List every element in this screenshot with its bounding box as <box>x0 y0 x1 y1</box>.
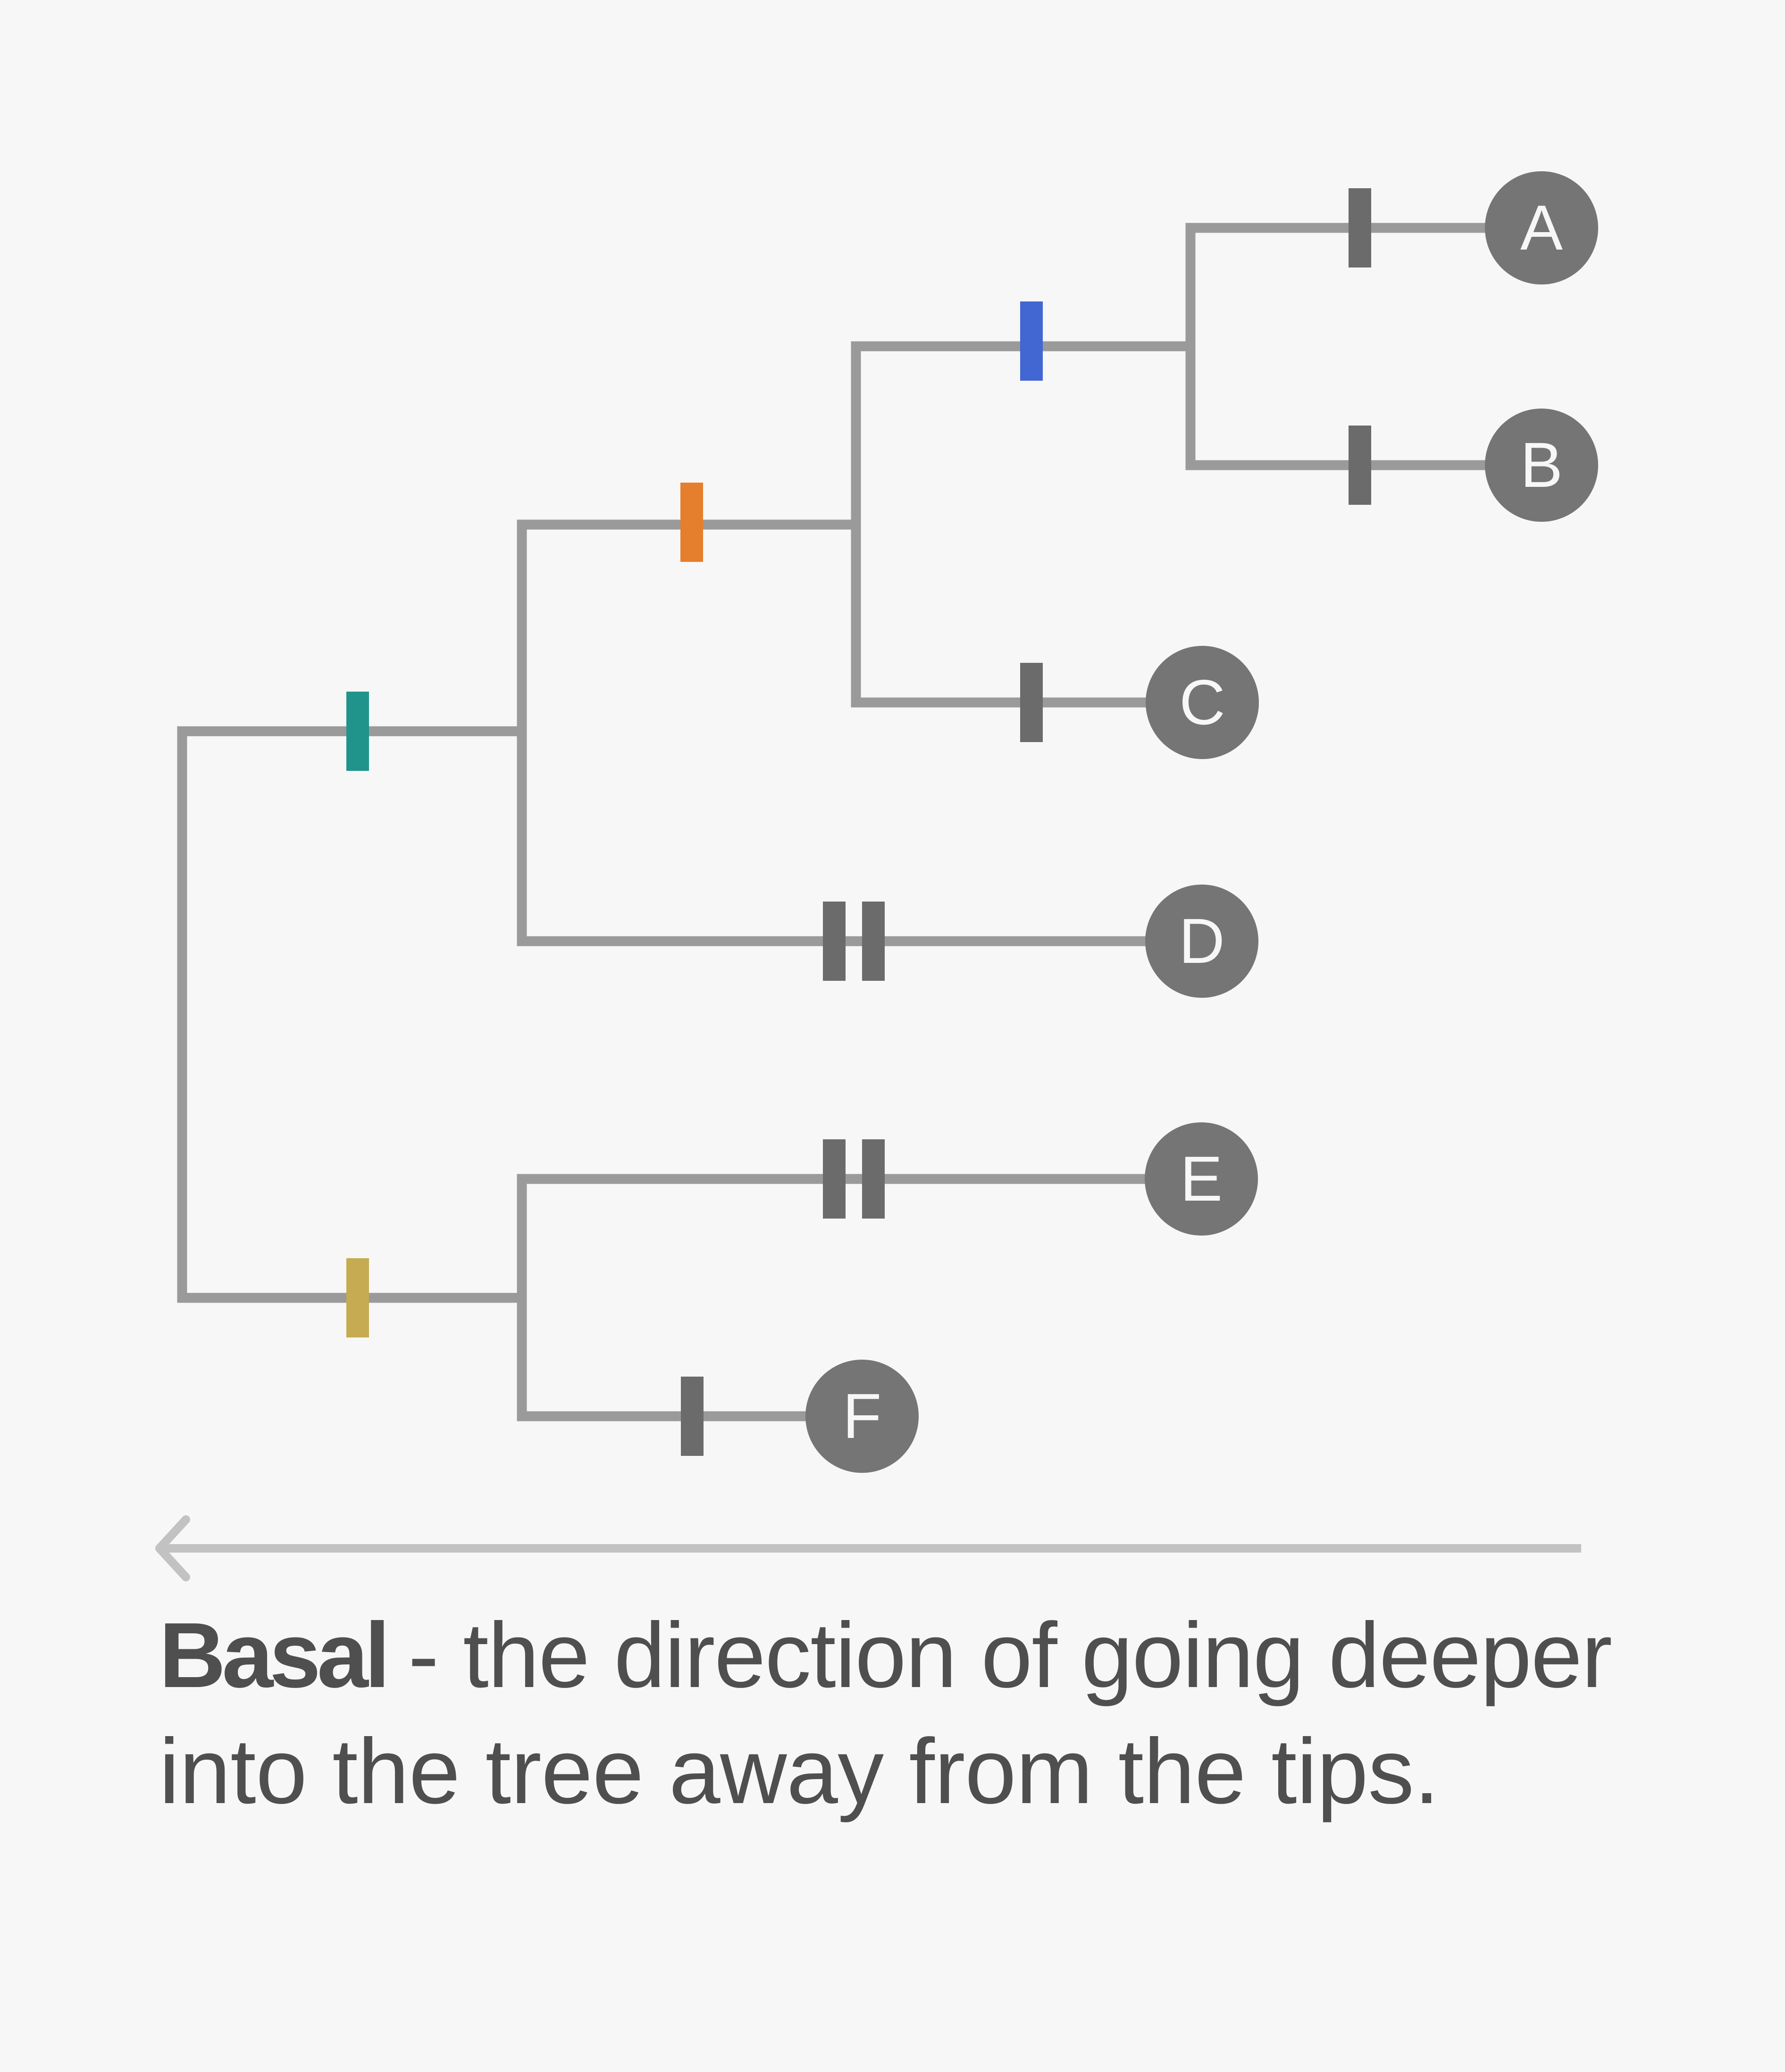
svg-text:Basal: Basal <box>159 1604 390 1707</box>
svg-text:F: F <box>843 1380 881 1452</box>
svg-text:A: A <box>1520 192 1563 263</box>
svg-text:C: C <box>1179 667 1225 738</box>
svg-text:into the tree away from the ti: into the tree away from the tips. <box>159 1720 1440 1823</box>
svg-text:E: E <box>1180 1143 1223 1214</box>
svg-text:D: D <box>1179 905 1225 977</box>
svg-text:- the direction of going deepe: - the direction of going deeper <box>408 1604 1612 1707</box>
svg-text:B: B <box>1520 429 1563 501</box>
